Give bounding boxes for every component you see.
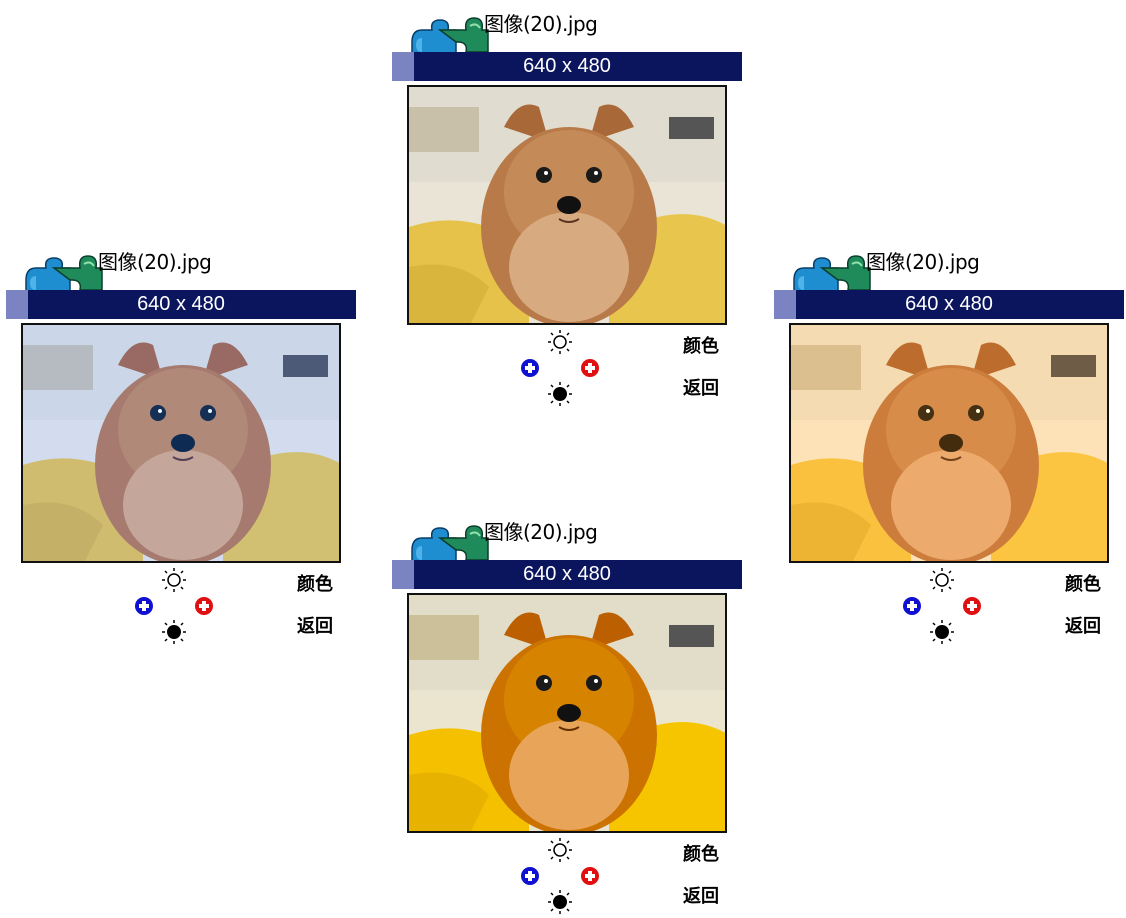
file-name: 图像(20).jpg <box>484 520 598 544</box>
image-preview[interactable] <box>789 323 1109 563</box>
adjust-control-pad[interactable] <box>134 568 214 648</box>
info-bar: 640 x 480 <box>774 290 1124 319</box>
signal-icon <box>392 560 414 589</box>
image-dimensions: 640 x 480 <box>905 293 993 315</box>
image-dimensions: 640 x 480 <box>523 55 611 77</box>
info-bar: 640 x 480 <box>392 52 742 81</box>
screen-right: 图像(20).jpg 640 x 480 颜色 返回 <box>774 240 1126 640</box>
signal-icon <box>774 290 796 319</box>
color-softkey[interactable]: 颜色 <box>297 574 333 595</box>
image-dimensions: 640 x 480 <box>523 563 611 585</box>
file-name: 图像(20).jpg <box>866 250 980 274</box>
color-softkey[interactable]: 颜色 <box>1065 574 1101 595</box>
adjust-control-pad[interactable] <box>520 330 600 410</box>
image-preview[interactable] <box>407 593 727 833</box>
info-bar: 640 x 480 <box>6 290 356 319</box>
back-softkey[interactable]: 返回 <box>297 616 333 637</box>
back-softkey[interactable]: 返回 <box>683 378 719 399</box>
title-row: 图像(20).jpg <box>774 240 1126 294</box>
file-name: 图像(20).jpg <box>98 250 212 274</box>
screen-top: 图像(20).jpg 640 x 480 颜色 返回 <box>392 2 754 402</box>
back-softkey[interactable]: 返回 <box>1065 616 1101 637</box>
info-bar: 640 x 480 <box>392 560 742 589</box>
adjust-control-pad[interactable] <box>902 568 982 648</box>
signal-icon <box>6 290 28 319</box>
title-row: 图像(20).jpg <box>392 510 754 564</box>
puzzle-app-icon <box>410 520 490 564</box>
screen-left: 图像(20).jpg 640 x 480 颜色 返回 <box>6 240 368 640</box>
back-softkey[interactable]: 返回 <box>683 886 719 907</box>
puzzle-app-icon <box>792 250 872 294</box>
image-dimensions: 640 x 480 <box>137 293 225 315</box>
color-softkey[interactable]: 颜色 <box>683 336 719 357</box>
color-softkey[interactable]: 颜色 <box>683 844 719 865</box>
puzzle-app-icon <box>24 250 104 294</box>
image-preview[interactable] <box>21 323 341 563</box>
image-preview[interactable] <box>407 85 727 325</box>
title-row: 图像(20).jpg <box>6 240 368 294</box>
title-row: 图像(20).jpg <box>392 2 754 56</box>
adjust-control-pad[interactable] <box>520 838 600 918</box>
file-name: 图像(20).jpg <box>484 12 598 36</box>
screen-bottom: 图像(20).jpg 640 x 480 颜色 返回 <box>392 510 754 910</box>
signal-icon <box>392 52 414 81</box>
puzzle-app-icon <box>410 12 490 56</box>
